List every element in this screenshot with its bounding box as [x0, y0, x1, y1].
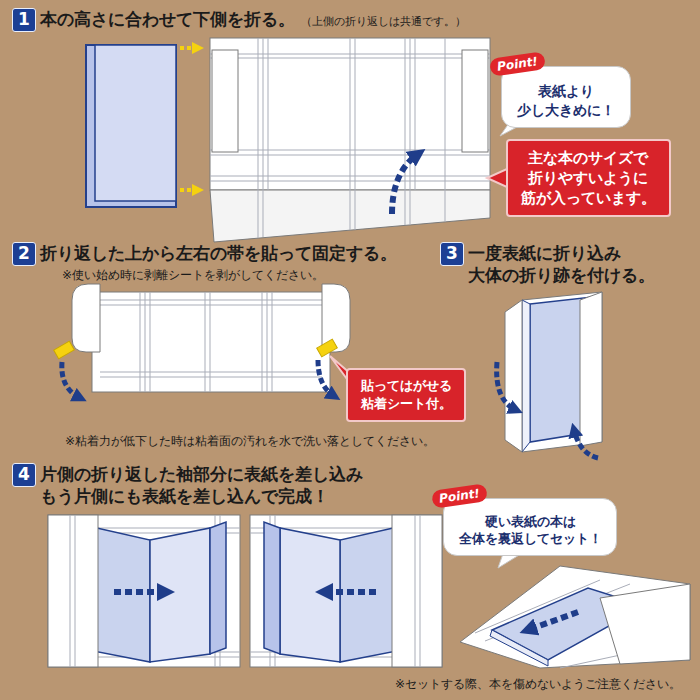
- cover-band: [322, 284, 350, 352]
- guide-arrow: [180, 46, 198, 50]
- note: ※使い始め時に剥離シートを剥がしてください。: [62, 268, 324, 284]
- cover-band: [72, 284, 100, 352]
- step-subnote: （上側の折り返しは共通です。）: [301, 15, 466, 29]
- cover-flap: [580, 292, 602, 446]
- cover-sheet: [92, 292, 330, 392]
- crease-line: [48, 515, 240, 667]
- point-bubble: Point!硬い表紙の本は 全体を裏返してセット！: [443, 498, 617, 557]
- hardcover-illustration: [460, 548, 690, 668]
- point-text: 硬い表紙の本は 全体を裏返してセット！: [456, 514, 604, 548]
- step1-illustration: [86, 38, 534, 242]
- book-pages: [522, 300, 530, 452]
- step-number: 3: [440, 242, 464, 266]
- step-heading: 本の高さに合わせて下側を折る。: [40, 8, 295, 30]
- book-cover: [210, 522, 226, 654]
- book-back: [86, 45, 176, 207]
- step2-illustration: [54, 284, 358, 398]
- point-text: 表紙より 少し大きめに！: [514, 82, 618, 118]
- step-number: 1: [12, 8, 36, 32]
- fold-arrow: [392, 154, 418, 214]
- book-pages: [490, 630, 548, 666]
- step-number: 4: [12, 463, 36, 487]
- step-heading: 片側の折り返した袖部分に表紙を差し込み もう片側にも表紙を差し込んで完成！: [40, 463, 370, 507]
- fold-arrow: [497, 362, 516, 410]
- fold-arrow: [574, 430, 598, 458]
- step-heading: 折り返した上から左右の帯を貼って固定する。: [40, 242, 397, 264]
- cover-sheet: [460, 566, 690, 668]
- cover-sleeve: [48, 515, 98, 667]
- callout-text: 貼ってはがせる 粘着シート付。: [358, 377, 454, 412]
- insert-arrow: [114, 589, 166, 595]
- step-number: 2: [12, 242, 36, 266]
- cover-sheet: [522, 292, 602, 452]
- step-number-text: 2: [13, 243, 35, 264]
- step4-book: [250, 515, 442, 667]
- cover-flap: [212, 50, 238, 152]
- note: ※粘着力が低下した時は粘着面の汚れを水で洗い落としてください。: [65, 434, 435, 450]
- note: ※セットする際、本を傷めないようご注意ください。: [395, 677, 681, 693]
- crease-line: [210, 38, 490, 238]
- cover-flap: [505, 300, 522, 452]
- crease-line: [100, 292, 322, 392]
- red-callout: 貼ってはがせる 粘着シート付。: [346, 368, 466, 421]
- cover-sheet: [48, 515, 240, 667]
- fold-arrow: [318, 360, 334, 396]
- step-heading: 一度表紙に折り込み 大体の折り跡を付ける。: [468, 242, 662, 286]
- red-callout: 主な本のサイズで 折りやすいように 筋が入っています。: [506, 139, 671, 218]
- adhesive-sheet: [317, 339, 338, 357]
- fold-arrow: [62, 362, 80, 398]
- point-bubble: Point!表紙より 少し大きめに！: [501, 66, 631, 127]
- guide-arrow: [180, 188, 198, 192]
- callout-text: 主な本のサイズで 折りやすいように 筋が入っています。: [518, 148, 659, 209]
- crease-line: [475, 580, 690, 668]
- cover-sleeve: [600, 584, 690, 664]
- step-number-text: 4: [13, 464, 35, 485]
- crease-line: [70, 515, 75, 667]
- adhesive-sheet: [54, 341, 75, 359]
- book-front: [95, 45, 176, 201]
- step4-book: [48, 515, 240, 667]
- cover-flap: [462, 50, 488, 152]
- step-number-text: 1: [13, 9, 35, 30]
- step-number-text: 3: [441, 243, 463, 264]
- insert-arrow: [528, 612, 578, 630]
- step3-illustration: [497, 292, 602, 458]
